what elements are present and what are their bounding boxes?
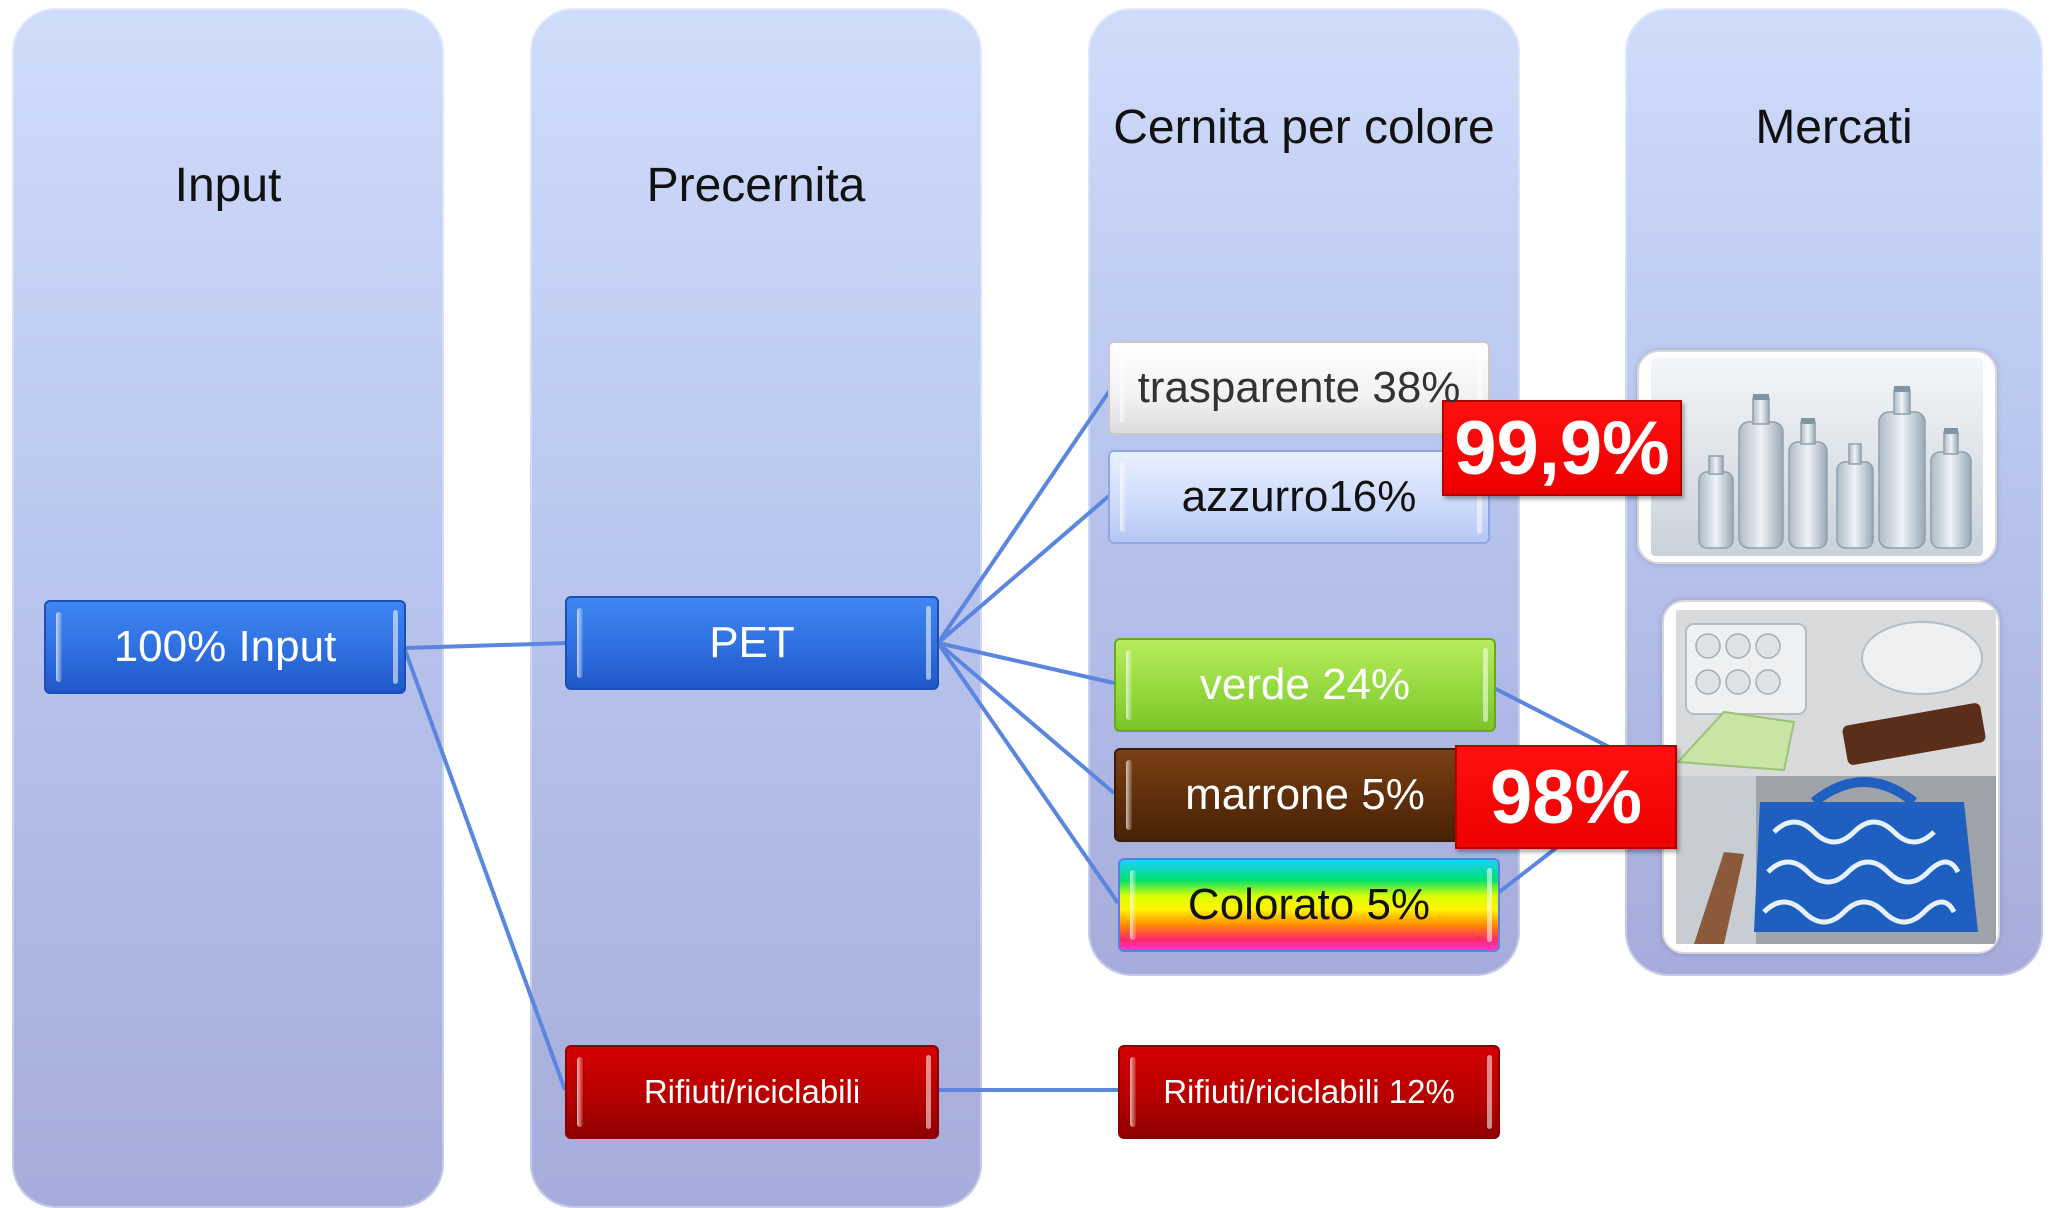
node-verde: verde 24% [1114, 638, 1496, 732]
node-100-input-label: 100% Input [113, 622, 337, 671]
trays-and-bag-image [1662, 600, 2000, 954]
node-colorato: Colorato 5% [1118, 858, 1500, 952]
link-pet-marrone [936, 641, 1116, 795]
link-pet-trasparente [936, 388, 1112, 645]
node-verde-label: verde 24% [1199, 660, 1411, 709]
node-azzurro: azzurro16% [1108, 450, 1490, 544]
column-mercati-title: Mercati [1755, 101, 1913, 154]
node-pet-label: PET [709, 618, 795, 667]
node-marrone: marrone 5% [1114, 748, 1496, 842]
trays-and-bag-illustration [1675, 610, 1996, 944]
node-azzurro-label: azzurro16% [1181, 472, 1417, 521]
bottles-image [1637, 350, 1997, 564]
node-rifiuti-precernita: Rifiuti/riciclabili [565, 1045, 939, 1139]
bottles-illustration [1651, 358, 1983, 556]
link-verde-market [1493, 686, 1616, 752]
node-rifiuti-cernita-label: Rifiuti/riciclabili 12% [1163, 1073, 1455, 1110]
column-input-title: Input [174, 159, 282, 212]
node-colorato-label: Colorato 5% [1187, 880, 1431, 929]
column-precernita-title: Precernita [646, 159, 866, 212]
link-input-pet [404, 641, 569, 650]
link-colorato-market [1496, 843, 1562, 895]
badge-98: 98% [1455, 745, 1677, 849]
node-marrone-label: marrone 5% [1185, 770, 1425, 819]
node-pet: PET [565, 596, 939, 690]
node-trasparente-label: trasparente 38% [1137, 363, 1461, 412]
node-trasparente: trasparente 38% [1108, 341, 1490, 435]
link-pet-verde [937, 641, 1115, 685]
link-pet-azzurro [936, 493, 1112, 645]
badge-99-9: 99,9% [1442, 400, 1682, 496]
node-100-input: 100% Input [44, 600, 406, 694]
node-rifiuti-cernita: Rifiuti/riciclabili 12% [1118, 1045, 1500, 1139]
column-cernita-title: Cernita per colore [1113, 101, 1495, 154]
node-rifiuti-precernita-label: Rifiuti/riciclabili [643, 1073, 861, 1110]
link-pet-colorato [936, 641, 1120, 905]
link-input-rifiuti [403, 649, 567, 1091]
